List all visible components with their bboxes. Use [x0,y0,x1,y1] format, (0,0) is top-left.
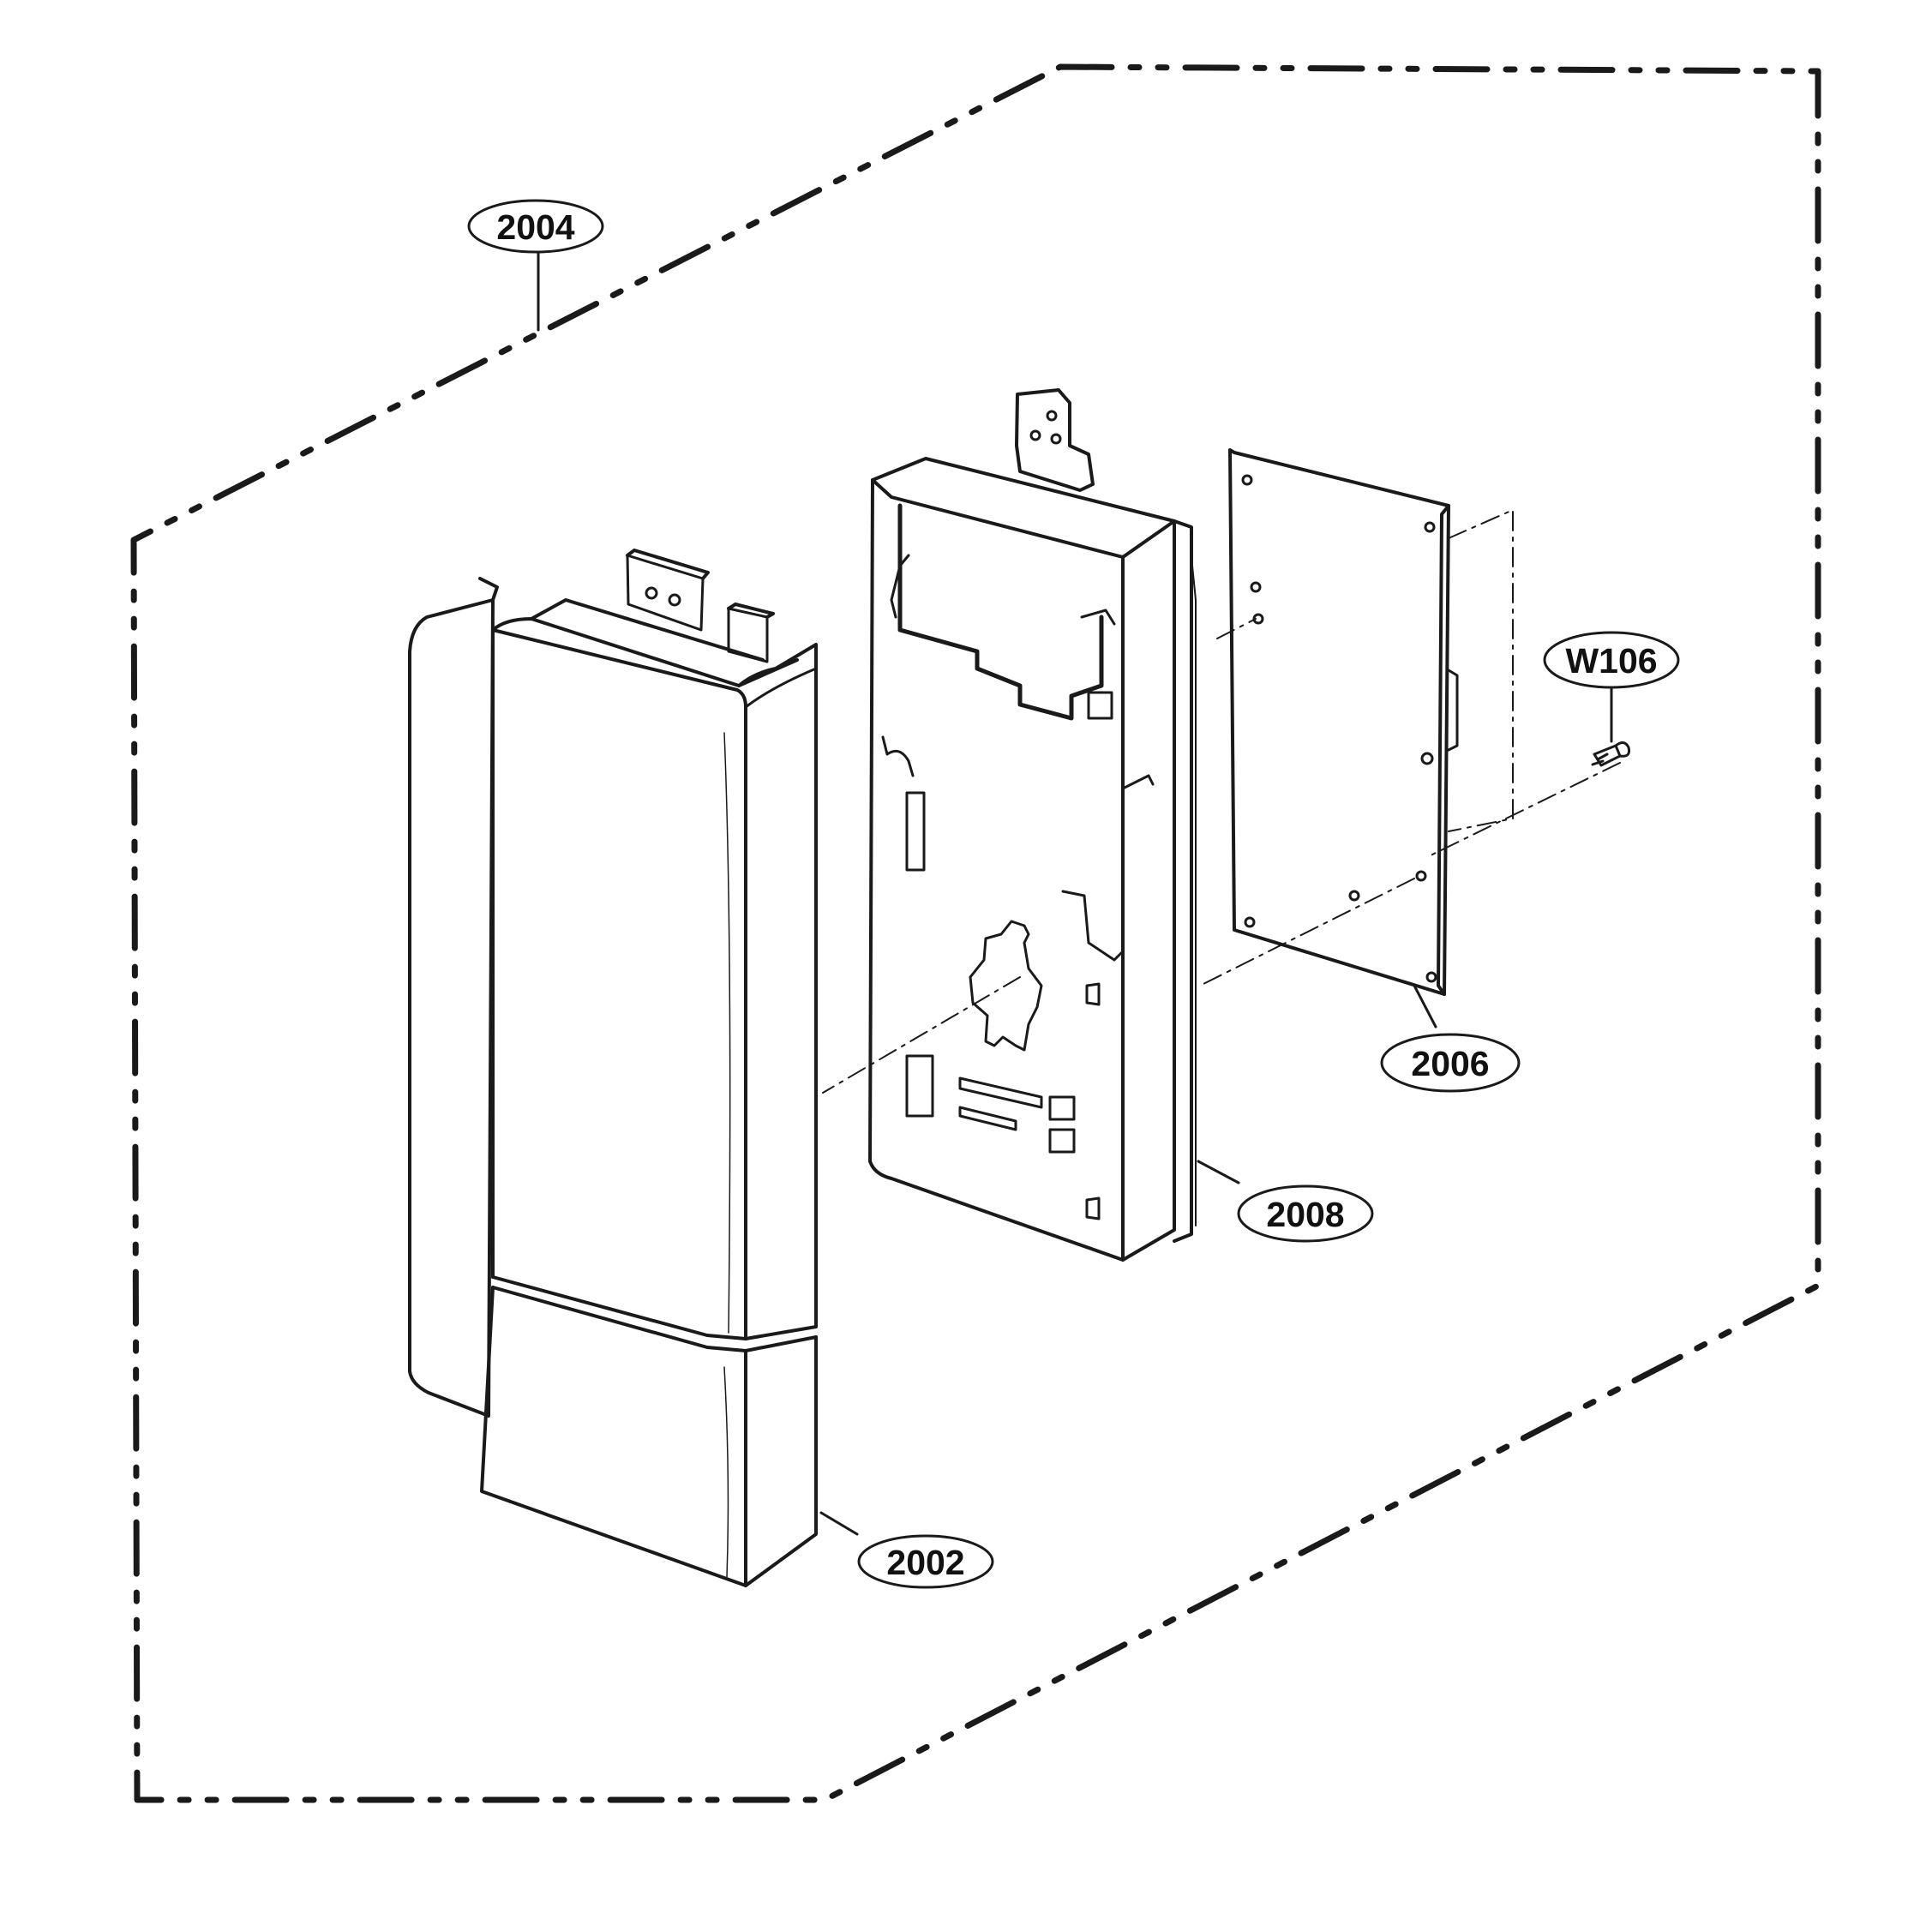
callout-2006-label: 2006 [1411,1044,1489,1083]
callout-w106-label: W106 [1565,641,1657,681]
front-cover-part [408,549,818,1587]
callout-w106-ellipse [1543,631,1680,689]
housing-part [868,388,1197,1262]
assembly-boundary-line [130,63,1821,1803]
callout-2006-ellipse [1380,1033,1521,1093]
callout-2004-ellipse [467,199,604,254]
pcb-part [1228,448,1459,996]
callout-2008-label: 2008 [1266,1195,1344,1234]
callout-2004-label: 2004 [496,207,574,247]
screw-part [1591,741,1630,767]
callout-2008-ellipse [1237,1184,1374,1243]
callout-2002-ellipse [857,1534,994,1589]
callout-2002-label: 2002 [886,1543,964,1582]
callout-ellipses [467,199,1680,1589]
leader-lines [537,251,1613,1536]
projection-lines [822,509,1621,1094]
